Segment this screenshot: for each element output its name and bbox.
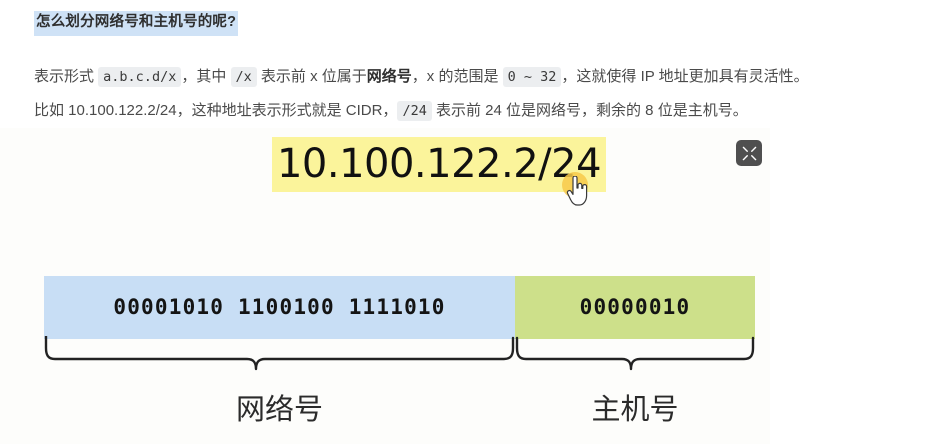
paragraph-line-2: 比如 10.100.122.2/24，这种地址表示形式就是 CIDR，/24 表… (34, 94, 924, 128)
code-span-abcd: a.b.c.d/x (98, 67, 182, 87)
paragraph-line-1: 表示形式 a.b.c.d/x，其中 /x 表示前 x 位属于网络号，x 的范围是… (34, 60, 924, 94)
page-heading: 怎么划分网络号和主机号的呢? (34, 11, 239, 36)
emphasis-network-id: 网络号 (366, 68, 412, 85)
code-span-slash-x: /x (230, 67, 257, 87)
text-segment: 比如 10.100.122.2/24，这种地址表示形式就是 CIDR， (34, 102, 398, 119)
text-segment: 表示前 x 位属于 (256, 68, 367, 85)
cidr-diagram-figure: 10.100.122.2/24 00001010 1100100 1111010 (0, 128, 770, 444)
text-segment: ，其中 (181, 68, 231, 85)
network-bits-bar: 00001010 1100100 1111010 (44, 276, 515, 339)
text-segment: 表示前 24 位是网络号，剩余的 8 位是主机号。 (431, 102, 748, 119)
code-span-slash-24: /24 (397, 101, 432, 121)
text-segment: 表示形式 (34, 68, 99, 85)
brace-group (44, 336, 755, 371)
ip-address-highlight: 10.100.122.2/24 (272, 137, 606, 192)
text-segment: ，这就使得 IP 地址更加具有灵活性。 (561, 68, 809, 85)
network-caption: 网络号 (235, 392, 323, 426)
body-paragraph: 表示形式 a.b.c.d/x，其中 /x 表示前 x 位属于网络号，x 的范围是… (34, 60, 924, 128)
host-brace-icon (515, 336, 755, 371)
code-span-range: 0 ~ 32 (502, 67, 562, 87)
host-bits-bar: 00000010 (515, 276, 755, 339)
host-bits-text: 00000010 (579, 295, 691, 319)
host-caption: 主机号 (591, 392, 679, 426)
network-bits-text: 00001010 1100100 1111010 (113, 295, 446, 319)
collapse-fullscreen-button[interactable] (736, 140, 762, 166)
network-brace-icon (44, 336, 515, 371)
pointer-hand-cursor (566, 175, 590, 206)
collapse-arrows-icon (742, 146, 756, 160)
text-segment: ，x 的范围是 (411, 68, 503, 85)
ip-address-text: 10.100.122.2/24 (276, 141, 602, 187)
